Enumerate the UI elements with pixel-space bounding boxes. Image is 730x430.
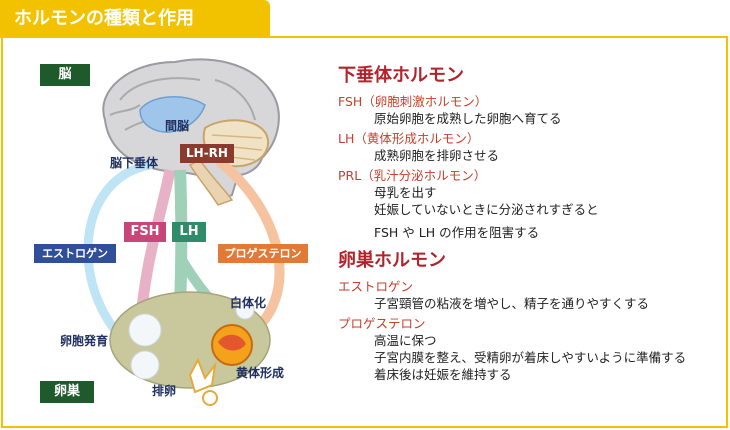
- pituitary-label: 脳下垂体: [110, 156, 159, 170]
- corpus-luteum-core: [218, 334, 246, 351]
- brain-label-box: 脳: [40, 64, 90, 86]
- ovary-label-box: 卵巣: [40, 381, 94, 403]
- progesterone-label: プロゲステロン: [218, 244, 308, 263]
- hormone-desc-progesterone-3: 着床後は妊娠を維持する: [374, 367, 512, 382]
- lhrh-label: LH-RH: [180, 144, 234, 163]
- hormone-name-estrogen: エストロゲン: [338, 279, 414, 294]
- hormone-name-prl: PRL（乳汁分泌ホルモン）: [338, 168, 487, 183]
- ovary-section-title: 卵巣ホルモン: [338, 250, 446, 271]
- hypothalamus-label: 間脳: [165, 119, 190, 133]
- page-title: ホルモンの種類と作用: [0, 0, 270, 38]
- albicans-label: 白体化: [230, 296, 267, 310]
- hormone-desc-progesterone-2: 子宮内膜を整え、受精卵が着床しやすいように準備する: [374, 350, 687, 365]
- pituitary-section-title: 下垂体ホルモン: [338, 65, 464, 86]
- hormone-name-lh: LH（黄体形成ホルモン）: [338, 131, 480, 146]
- hormone-name-progesterone: プロゲステロン: [338, 316, 426, 331]
- corpus-luteum-label: 黄体形成: [236, 366, 285, 380]
- hormone-desc-estrogen: 子宮頸管の粘液を増やし、精子を通りやすくする: [374, 296, 650, 311]
- hormone-desc-prl-3: FSH や LH の作用を阻害する: [374, 225, 540, 240]
- hormone-desc-prl-2: 妊娠していないときに分泌されすぎると: [374, 202, 599, 217]
- follicle-medium: [130, 350, 160, 380]
- hormone-desc-prl-1: 母乳を出す: [374, 185, 437, 200]
- ovulation-burst: [188, 357, 217, 394]
- egg: [202, 390, 218, 406]
- fsh-label: FSH: [124, 222, 166, 242]
- lh-label: LH: [172, 222, 206, 242]
- follicle-development-label: 卵胞発育: [60, 334, 109, 348]
- brain-stem: [188, 159, 234, 206]
- hypothalamus-region: [139, 96, 206, 133]
- hormone-desc-lh: 成熟卵胞を排卵させる: [374, 148, 500, 163]
- hormone-desc-fsh: 原始卵胞を成熟した卵胞へ育てる: [374, 111, 562, 126]
- hormone-description-panel: 下垂体ホルモン FSH（卵胞刺激ホルモン） 原始卵胞を成熟した卵胞へ育てる LH…: [338, 64, 718, 383]
- follicle-small: [128, 313, 162, 347]
- ovulation-label: 排卵: [152, 384, 177, 398]
- hormone-desc-progesterone-1: 高温に保つ: [374, 333, 437, 348]
- hormone-name-fsh: FSH（卵胞刺激ホルモン）: [338, 94, 488, 109]
- corpus-albicans: [235, 300, 255, 320]
- estrogen-label: エストロゲン: [34, 244, 116, 263]
